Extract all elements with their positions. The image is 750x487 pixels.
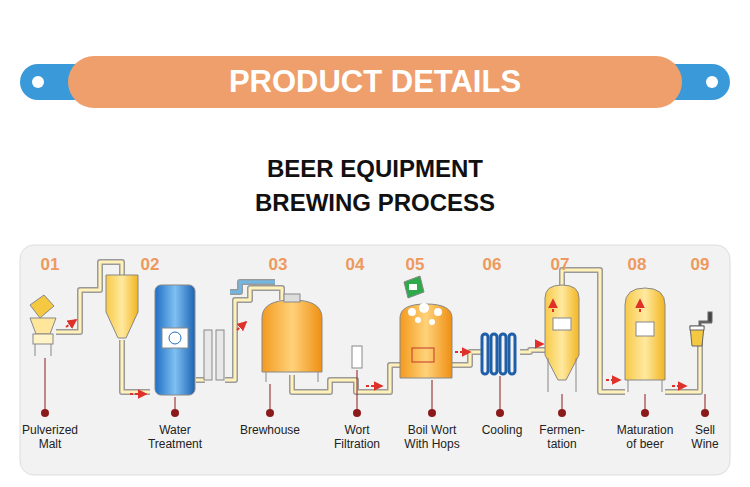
fermenter — [545, 285, 579, 392]
step-number: 09 — [675, 255, 725, 275]
step-name: Cooling — [472, 423, 532, 437]
pipes — [56, 262, 700, 392]
step-name: Water Treatment — [140, 423, 210, 451]
step-number: 02 — [125, 255, 175, 275]
step-name: Sell Wine — [685, 423, 725, 451]
leader-dots — [41, 409, 709, 417]
beer-tap — [690, 312, 712, 346]
step-number: 05 — [390, 255, 440, 275]
step-number: 08 — [612, 255, 662, 275]
malt-mill — [30, 295, 56, 356]
step-name: Pulverized Malt — [15, 423, 85, 451]
step-name: Boil Wort With Hops — [397, 423, 467, 451]
step-number: 07 — [535, 255, 585, 275]
cooler-coil — [482, 334, 515, 374]
maturation-tank — [625, 288, 665, 392]
step-name: Wort Filtration — [324, 423, 390, 451]
banner-pill: PRODUCT DETAILS — [68, 56, 682, 108]
leader-lines — [45, 358, 705, 413]
step-name: Maturation of beer — [612, 423, 678, 451]
step-name: Fermen- tation — [534, 423, 590, 451]
step-number: 03 — [253, 255, 303, 275]
step-number: 06 — [467, 255, 517, 275]
step-name: Brewhouse — [230, 423, 310, 437]
banner-text: PRODUCT DETAILS — [229, 64, 521, 100]
boil-kettle — [400, 276, 452, 378]
flow-arrows — [66, 300, 686, 394]
wort-filter — [352, 346, 362, 368]
step-number: 01 — [25, 255, 75, 275]
water-treatment-unit — [106, 275, 224, 395]
process-panel — [20, 245, 730, 475]
diagram-title: BEER EQUIPMENT BREWING PROCESS — [215, 152, 535, 220]
brewhouse-tank — [262, 294, 322, 382]
step-number: 04 — [330, 255, 380, 275]
